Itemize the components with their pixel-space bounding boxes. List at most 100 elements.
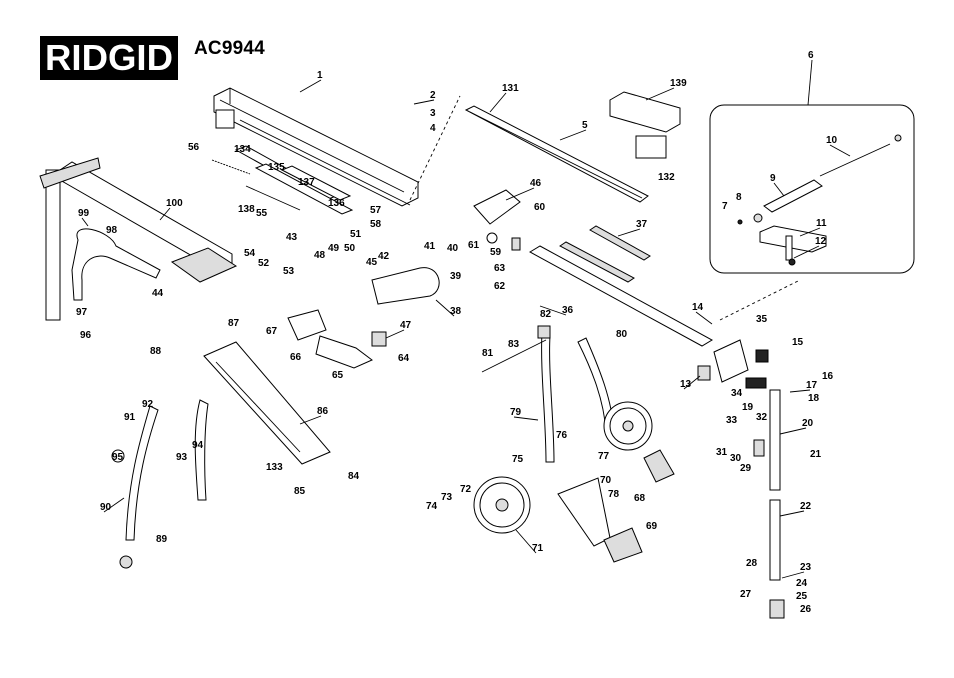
block-13 — [697, 365, 711, 381]
part-label-53: 53 — [283, 266, 295, 277]
main-beam-rail — [219, 99, 405, 193]
foot-26 — [769, 599, 785, 619]
part-label-37: 37 — [636, 219, 648, 230]
tube-78 — [557, 477, 611, 547]
part-label-80: 80 — [616, 329, 628, 340]
part-label-64: 64 — [398, 353, 410, 364]
leader-90 — [103, 497, 125, 513]
leader-37 — [617, 228, 641, 237]
part-label-60: 60 — [534, 202, 546, 213]
bar-135 — [254, 163, 354, 215]
part-label-137: 137 — [298, 177, 315, 188]
axle-81 — [481, 339, 547, 373]
part-label-50: 50 — [344, 243, 356, 254]
bracket-31 — [753, 439, 765, 457]
leader-100 — [159, 207, 171, 221]
connector-dashed-1 — [409, 95, 461, 201]
rod-55 — [245, 185, 301, 211]
cap-95 — [111, 449, 125, 463]
part-label-76: 76 — [556, 430, 568, 441]
part-label-47: 47 — [400, 320, 412, 331]
part-label-138: 138 — [238, 204, 255, 215]
handle-loop-99 — [71, 228, 161, 301]
part-label-46: 46 — [530, 178, 542, 189]
latch-16 — [755, 349, 769, 363]
leader-2 — [413, 99, 435, 105]
part-label-96: 96 — [80, 330, 92, 341]
part-label-21: 21 — [810, 449, 822, 460]
part-label-135: 135 — [268, 162, 285, 173]
part-label-39: 39 — [450, 271, 462, 282]
model-number: AC9944 — [194, 38, 265, 59]
leader-46 — [505, 187, 535, 201]
leader-86 — [299, 415, 322, 425]
support-bracket-139 — [635, 135, 667, 159]
leader-5 — [559, 129, 587, 141]
leader-20 — [779, 427, 807, 435]
part-label-51: 51 — [350, 229, 362, 240]
part-label-81: 81 — [482, 348, 494, 359]
part-label-17: 17 — [806, 380, 818, 391]
pin-7 — [737, 219, 743, 225]
part-label-92: 92 — [142, 399, 154, 410]
nut-12 — [788, 258, 796, 266]
part-label-84: 84 — [348, 471, 360, 482]
part-label-22: 22 — [800, 501, 812, 512]
left-end-cap — [39, 157, 101, 189]
ridgid-logo: RIDGID — [40, 36, 178, 80]
foot-89 — [119, 555, 133, 569]
part-label-9: 9 — [770, 173, 776, 184]
leader-14 — [695, 311, 713, 325]
bar-137 — [280, 165, 352, 201]
leg-tube-22 — [769, 499, 781, 581]
part-label-63: 63 — [494, 263, 506, 274]
leg-79 — [541, 331, 555, 463]
part-label-66: 66 — [290, 352, 302, 363]
leader-9 — [773, 182, 785, 197]
part-label-3: 3 — [430, 108, 436, 119]
wheel-71b-hub — [622, 420, 634, 432]
leader-12 — [793, 245, 820, 259]
part-label-10: 10 — [826, 135, 838, 146]
part-label-93: 93 — [176, 452, 188, 463]
part-label-13: 13 — [680, 379, 692, 390]
leader-47 — [385, 329, 405, 339]
part-label-52: 52 — [258, 258, 270, 269]
part-label-77: 77 — [598, 451, 610, 462]
part-label-40: 40 — [447, 243, 459, 254]
part-label-75: 75 — [512, 454, 524, 465]
part-label-11: 11 — [816, 218, 827, 229]
part-label-72: 72 — [460, 484, 472, 495]
part-label-28: 28 — [746, 558, 758, 569]
leader-22 — [779, 510, 805, 517]
block-47 — [371, 331, 387, 347]
part-label-136: 136 — [328, 198, 345, 209]
part-label-83: 83 — [508, 339, 520, 350]
part-label-4: 4 — [430, 123, 436, 134]
part-label-43: 43 — [286, 232, 298, 243]
screw-10 — [894, 134, 902, 142]
part-label-42: 42 — [378, 251, 390, 262]
part-label-62: 62 — [494, 281, 506, 292]
support-arm-139 — [609, 91, 681, 133]
part-label-73: 73 — [441, 492, 453, 503]
part-drawings — [39, 87, 915, 619]
part-label-131: 131 — [502, 83, 519, 94]
part-label-74: 74 — [426, 501, 438, 512]
part-label-6: 6 — [808, 50, 814, 61]
part-label-88: 88 — [150, 346, 162, 357]
leader-1 — [299, 79, 322, 93]
part-label-133: 133 — [266, 462, 283, 473]
part-label-59: 59 — [490, 247, 502, 258]
part-label-49: 49 — [328, 243, 340, 254]
roller-bracket-11 — [759, 225, 827, 253]
part-label-30: 30 — [730, 453, 742, 464]
part-label-44: 44 — [152, 288, 164, 299]
leader-13 — [683, 375, 701, 390]
part-label-41: 41 — [424, 241, 436, 252]
part-label-65: 65 — [332, 370, 344, 381]
part-label-38: 38 — [450, 306, 462, 317]
part-label-12: 12 — [815, 236, 827, 247]
